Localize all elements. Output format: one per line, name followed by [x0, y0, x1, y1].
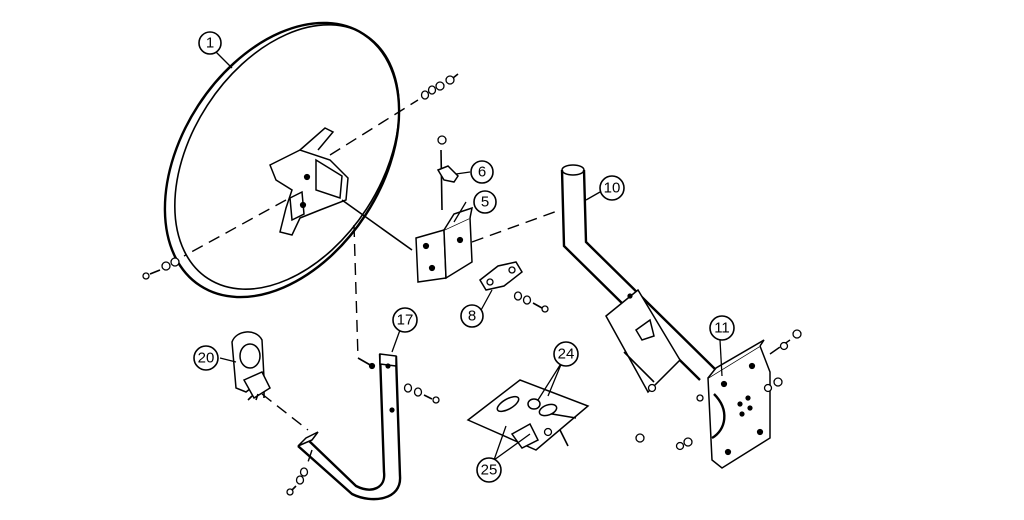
- callout-1-label: 1: [206, 35, 214, 52]
- callout-1: 1: [198, 31, 222, 55]
- callout-10: 10: [599, 175, 625, 201]
- wall-mount-hardware: [635, 329, 802, 451]
- mast-strap-plate: [605, 288, 681, 394]
- elevation-bracket: [415, 149, 473, 283]
- callout-20-label: 20: [198, 350, 215, 367]
- callout-24-label: 24: [558, 346, 575, 363]
- bracket-to-mast-line: [471, 209, 561, 243]
- top-clamp: [436, 135, 459, 183]
- callout-25-label: 25: [481, 462, 498, 479]
- bracket-connector-line: [341, 199, 413, 251]
- callout-17: 17: [392, 307, 418, 333]
- callout-6: 6: [470, 160, 494, 184]
- feed-support-arm: [297, 224, 440, 501]
- mast-clamp: [479, 261, 549, 313]
- feed-arm-bottom-hardware: [286, 449, 313, 496]
- wall-mount-plate: [707, 339, 771, 469]
- callout-17-label: 17: [397, 312, 414, 329]
- callout-20: 20: [193, 345, 219, 371]
- callout-5: 5: [473, 190, 497, 214]
- callout-25: 25: [476, 457, 502, 483]
- callout-24: 24: [553, 341, 579, 367]
- callout-11: 11: [709, 315, 735, 341]
- callout-6-label: 6: [478, 164, 486, 181]
- callout-8-label: 8: [468, 308, 476, 325]
- dish-top-hardware: [329, 73, 459, 156]
- lnb-feed: [231, 331, 309, 431]
- callout-8: 8: [460, 304, 484, 328]
- callout-11-label: 11: [714, 320, 730, 337]
- dish-reflector: [163, 21, 401, 299]
- hardware-packet: [466, 379, 590, 451]
- callout-5-label: 5: [481, 194, 489, 211]
- dish-left-hardware: [142, 199, 287, 280]
- dish-rear-bracket: [269, 127, 349, 236]
- callout-10-label: 10: [604, 180, 621, 197]
- leader-lines: [213, 49, 723, 461]
